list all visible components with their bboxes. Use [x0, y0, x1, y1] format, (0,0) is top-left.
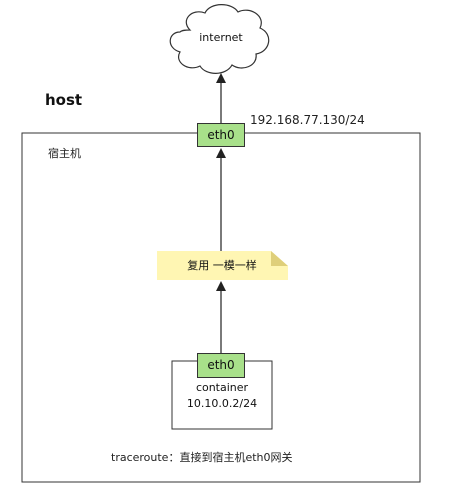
- host-title: host: [45, 91, 83, 109]
- container-ip: 10.10.0.2/24: [186, 397, 258, 410]
- traceroute-annotation: traceroute：直接到宿主机eth0网关: [111, 451, 293, 464]
- note-fold: [271, 251, 288, 266]
- internet-cloud: [169, 4, 270, 74]
- reuse-note-label: 复用 一模一样: [187, 259, 257, 272]
- host-box-label: 宿主机: [48, 147, 81, 160]
- container-eth0-label: eth0: [207, 358, 235, 372]
- host-ip-label: 192.168.77.130/24: [250, 113, 365, 127]
- container-name: container: [195, 381, 249, 394]
- container-eth0-box: eth0: [197, 353, 245, 378]
- host-eth0-label: eth0: [207, 128, 235, 142]
- reuse-note: [157, 251, 288, 280]
- host-eth0-box: eth0: [197, 123, 245, 147]
- internet-label: internet: [199, 31, 243, 44]
